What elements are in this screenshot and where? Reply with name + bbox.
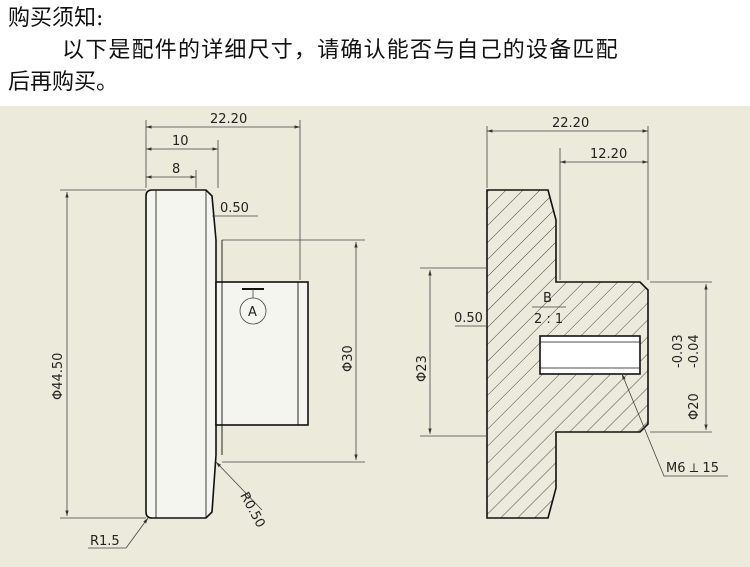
dim-shaft-diameter: Φ30 bbox=[341, 345, 356, 372]
left-dimensions bbox=[60, 120, 365, 549]
right-dimensions bbox=[420, 126, 728, 477]
thread-callout: M6 ⟂ 15 bbox=[666, 461, 719, 476]
dim-chamfer-right: 0.50 bbox=[454, 311, 483, 326]
dim-shaft-length: 12.20 bbox=[590, 147, 627, 162]
dim-shaft-diameter-right: Φ20 bbox=[687, 393, 702, 420]
right-part-section bbox=[486, 189, 649, 519]
right-dimension-text: 22.20 12.20 0.50 Φ23 B 2 : 1 -0.03 -0.04… bbox=[415, 116, 719, 476]
detail-b-label: B bbox=[543, 291, 552, 306]
dim-hub-diameter: Φ23 bbox=[415, 355, 430, 382]
fillet-radius-label: R1.5 bbox=[90, 534, 120, 549]
notice-body: 以下是配件的详细尺寸，请确认能否与自己的设备匹配 bbox=[62, 38, 619, 63]
tolerance-upper: -0.03 bbox=[671, 334, 686, 368]
dim-10: 10 bbox=[172, 134, 189, 149]
purchase-notice: 购买须知: 以下是配件的详细尺寸，请确认能否与自己的设备匹配 后再购买。 bbox=[0, 0, 750, 106]
tolerance-lower: -0.04 bbox=[687, 334, 702, 368]
detail-b-scale: 2 : 1 bbox=[534, 312, 563, 327]
dim-total-length: 22.20 bbox=[210, 112, 247, 127]
dim-8: 8 bbox=[172, 162, 180, 177]
detail-a-label: A bbox=[248, 305, 257, 320]
left-part-outline bbox=[145, 189, 309, 519]
dim-total-length-right: 22.20 bbox=[552, 116, 589, 131]
dim-flange-diameter: Φ44.50 bbox=[51, 353, 66, 400]
notice-body-end: 后再购买。 bbox=[8, 70, 119, 95]
fillet-small-label: R0.50 bbox=[236, 490, 267, 531]
notice-title: 购买须知: bbox=[8, 6, 104, 31]
dim-chamfer: 0.50 bbox=[220, 201, 249, 216]
